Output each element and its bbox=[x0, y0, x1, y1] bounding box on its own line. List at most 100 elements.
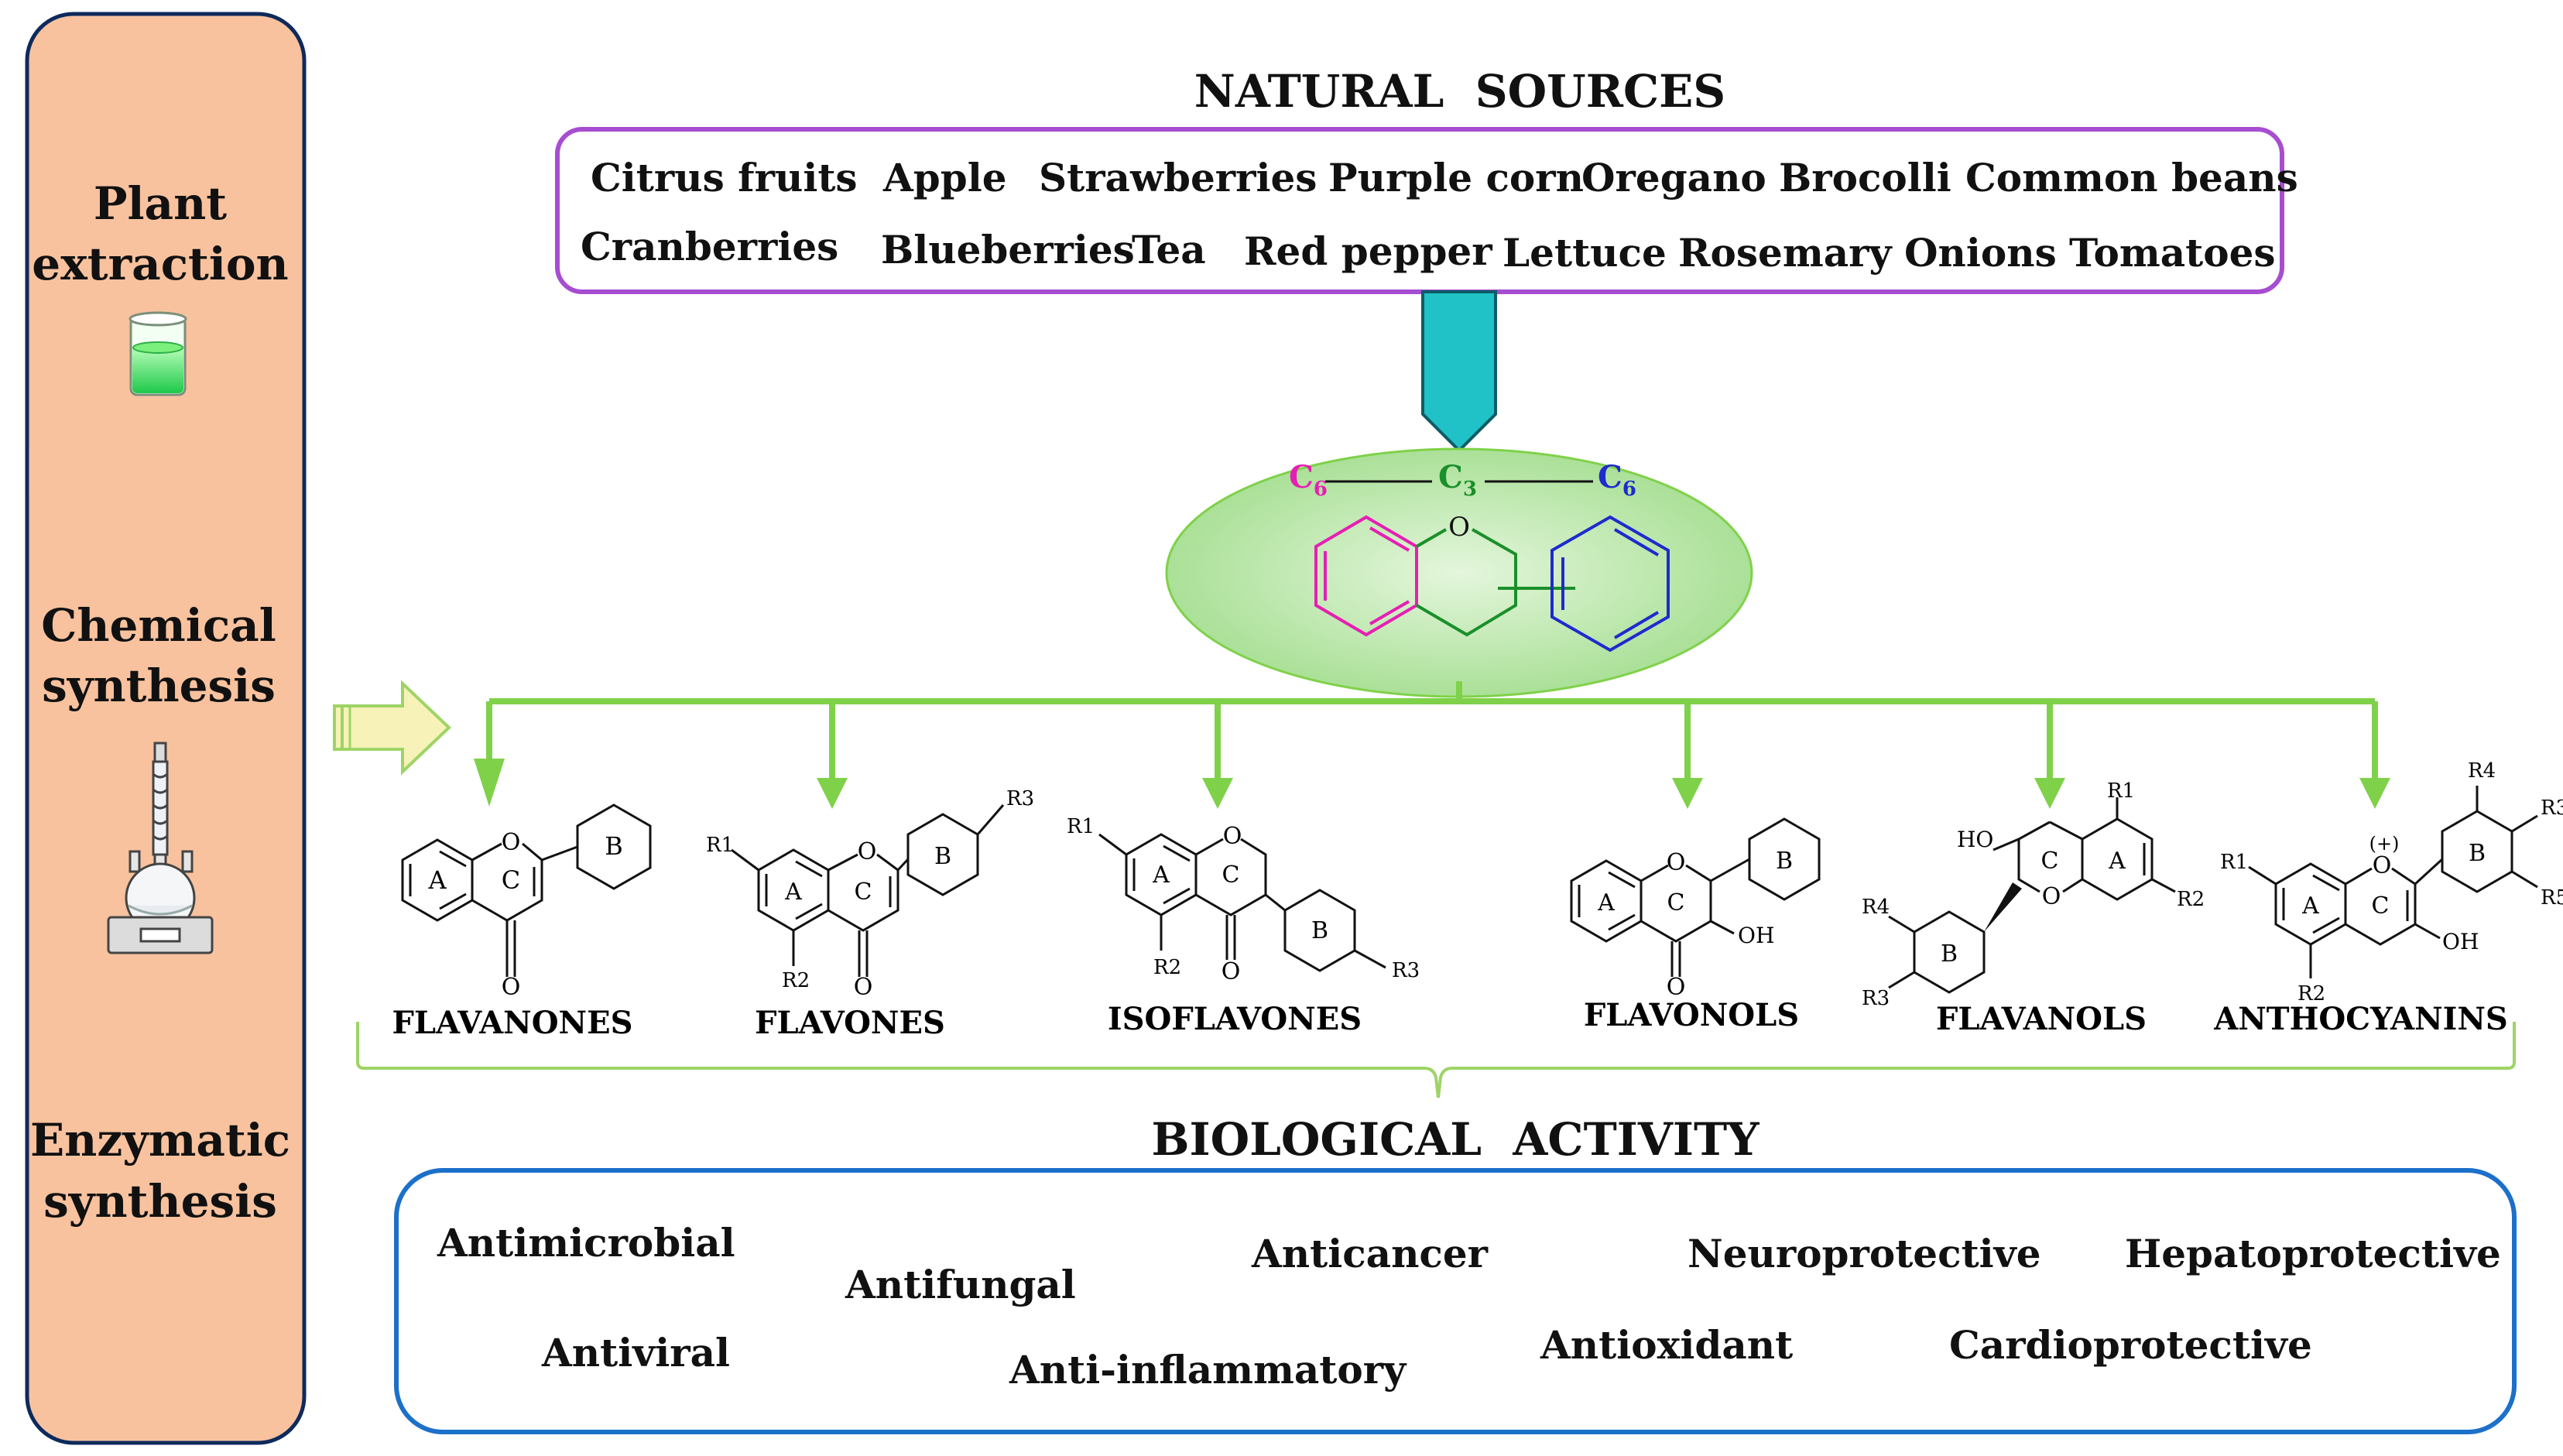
flavonols-o1: O bbox=[1667, 849, 1686, 876]
source-lettuce: Lettuce bbox=[1503, 230, 1667, 276]
flavonols-ring-a: A bbox=[1597, 889, 1615, 916]
source-common-beans: Common beans bbox=[1965, 155, 2298, 200]
natural-sources-box bbox=[555, 127, 2284, 294]
flavonols-o2: O bbox=[1667, 974, 1686, 1001]
flavonols-structure bbox=[1570, 817, 1821, 977]
flavones-o2: O bbox=[854, 974, 873, 1001]
anthocyanins-charge: (+) bbox=[2369, 833, 2400, 855]
source-strawberries: Strawberries bbox=[1039, 155, 1317, 200]
flavanones-ring-c: C bbox=[502, 865, 520, 895]
anthocyanins-r1: R1 bbox=[2220, 851, 2248, 874]
biological-activity-title: BIOLOGICAL ACTIVITY bbox=[1151, 1113, 1759, 1166]
flavanones-label: FLAVANONES bbox=[392, 1005, 633, 1041]
flavanones-o1: O bbox=[502, 829, 521, 856]
activity-neuroprotective: Neuroprotective bbox=[1688, 1231, 2041, 1276]
flavones-ring-a: A bbox=[784, 879, 802, 906]
flavanols-wedge-bond bbox=[1984, 882, 2022, 932]
isoflavones-ring-b: B bbox=[1311, 917, 1328, 944]
method-chemical-line2: synthesis bbox=[42, 659, 276, 712]
biological-activity-box bbox=[394, 1168, 2517, 1434]
method-enzymatic-line1: Enzymatic bbox=[30, 1114, 290, 1167]
isoflavones-o2: O bbox=[1222, 958, 1241, 985]
source-blueberries: Blueberries bbox=[881, 227, 1135, 272]
flavanols-r1: R1 bbox=[2107, 779, 2135, 803]
source-oregano: Oregano bbox=[1581, 155, 1766, 200]
side-arrow-icon bbox=[333, 680, 451, 776]
anthocyanins-ring-b: B bbox=[2469, 840, 2486, 867]
c3-label: C3 bbox=[1438, 459, 1477, 501]
isoflavones-r1: R1 bbox=[1067, 815, 1095, 838]
flavanones-ring-a: A bbox=[427, 865, 447, 895]
flavonols-oh: OH bbox=[1738, 923, 1774, 948]
flavones-structure bbox=[731, 804, 1005, 977]
flavones-r1: R1 bbox=[706, 834, 734, 857]
classes-brace bbox=[356, 1022, 2516, 1098]
activity-cardioprotective: Cardioprotective bbox=[1949, 1322, 2312, 1368]
flavones-r3: R3 bbox=[1006, 787, 1034, 810]
c6-right-label: C6 bbox=[1598, 459, 1636, 501]
c6-left-label: C6 bbox=[1289, 459, 1328, 501]
source-red-pepper: Red pepper bbox=[1244, 228, 1492, 274]
source-citrus-fruits: Citrus fruits bbox=[591, 155, 858, 200]
anthocyanins-oh: OH bbox=[2442, 929, 2479, 954]
natural-sources-title: NATURAL SOURCES bbox=[1194, 65, 1725, 118]
anthocyanins-r4: R4 bbox=[2468, 759, 2496, 783]
natural-sources-row1: Citrus fruits Apple Strawberries Purple … bbox=[591, 155, 2298, 200]
biological-activity-items: Antimicrobial Antifungal Anticancer Neur… bbox=[437, 1220, 2501, 1393]
method-panel bbox=[25, 12, 307, 1445]
flavones-r2: R2 bbox=[782, 969, 810, 992]
activity-anti-inflammatory: Anti-inflammatory bbox=[1009, 1347, 1407, 1393]
natural-sources-row2: Cranberries Blueberries Tea Red pepper L… bbox=[581, 224, 2276, 276]
flavanones-o2: O bbox=[502, 974, 521, 1001]
branch-lines bbox=[486, 681, 2378, 782]
activity-antifungal: Antifungal bbox=[845, 1262, 1076, 1307]
activity-anticancer: Anticancer bbox=[1251, 1231, 1489, 1276]
isoflavones-structure bbox=[1098, 833, 1386, 972]
source-tomatoes: Tomatoes bbox=[2069, 230, 2276, 276]
flavanones-ring-b: B bbox=[605, 831, 623, 861]
core-chromane-structure bbox=[1314, 515, 1670, 653]
method-enzymatic-line2: synthesis bbox=[43, 1175, 277, 1228]
isoflavones-r2: R2 bbox=[1153, 956, 1181, 979]
anthocyanins-r3: R3 bbox=[2541, 797, 2563, 820]
flavanols-ho: HO bbox=[1957, 827, 1993, 852]
branch-arrowheads bbox=[474, 759, 2390, 809]
method-plant-line1: Plant bbox=[94, 177, 227, 230]
funnel-arrow-icon bbox=[1421, 290, 1497, 453]
isoflavones-o1: O bbox=[1223, 823, 1242, 850]
flavanols-r3: R3 bbox=[1862, 987, 1890, 1010]
source-cranberries: Cranberries bbox=[581, 224, 838, 269]
source-rosemary: Rosemary bbox=[1678, 230, 1893, 276]
flavanones-structure bbox=[401, 803, 652, 977]
source-brocolli: Brocolli bbox=[1779, 155, 1951, 200]
flavonols-ring-c: C bbox=[1667, 889, 1685, 916]
anthocyanins-structure bbox=[2248, 786, 2538, 978]
activity-antiviral: Antiviral bbox=[541, 1330, 730, 1375]
isoflavones-label: ISOFLAVONES bbox=[1108, 1001, 1362, 1037]
anthocyanins-r5: R5 bbox=[2541, 886, 2563, 910]
source-apple: Apple bbox=[882, 155, 1007, 200]
isoflavones-r3: R3 bbox=[1392, 959, 1420, 982]
core-oxygen-label: O bbox=[1448, 512, 1470, 543]
flavones-label: FLAVONES bbox=[755, 1005, 945, 1041]
flavonols-label: FLAVONOLS bbox=[1584, 997, 1799, 1033]
activity-antimicrobial: Antimicrobial bbox=[437, 1220, 735, 1266]
flavones-o1: O bbox=[858, 838, 877, 865]
activity-antioxidant: Antioxidant bbox=[1540, 1322, 1793, 1368]
flavanols-r2: R2 bbox=[2177, 888, 2205, 911]
core-formula: C6 C3 C6 bbox=[1289, 459, 1636, 501]
method-plant-line2: extraction bbox=[32, 238, 288, 290]
isoflavones-ring-a: A bbox=[1152, 862, 1170, 889]
flavanols-ring-b: B bbox=[1941, 940, 1958, 968]
flavanols-structure bbox=[1888, 797, 2176, 994]
method-chemical-line1: Chemical bbox=[41, 599, 276, 652]
anthocyanins-label: ANTHOCYANINS bbox=[2213, 1001, 2508, 1037]
flavanols-label: FLAVANOLS bbox=[1936, 1001, 2147, 1037]
anthocyanins-r2: R2 bbox=[2297, 982, 2325, 1005]
flavanols-r4: R4 bbox=[1862, 896, 1890, 919]
beaker-icon bbox=[128, 311, 187, 396]
flavanols-ring-a: A bbox=[2108, 848, 2126, 875]
reflux-apparatus-icon bbox=[107, 742, 214, 954]
flavonols-ring-b: B bbox=[1776, 848, 1793, 875]
source-purple-corn: Purple corn bbox=[1328, 155, 1584, 200]
